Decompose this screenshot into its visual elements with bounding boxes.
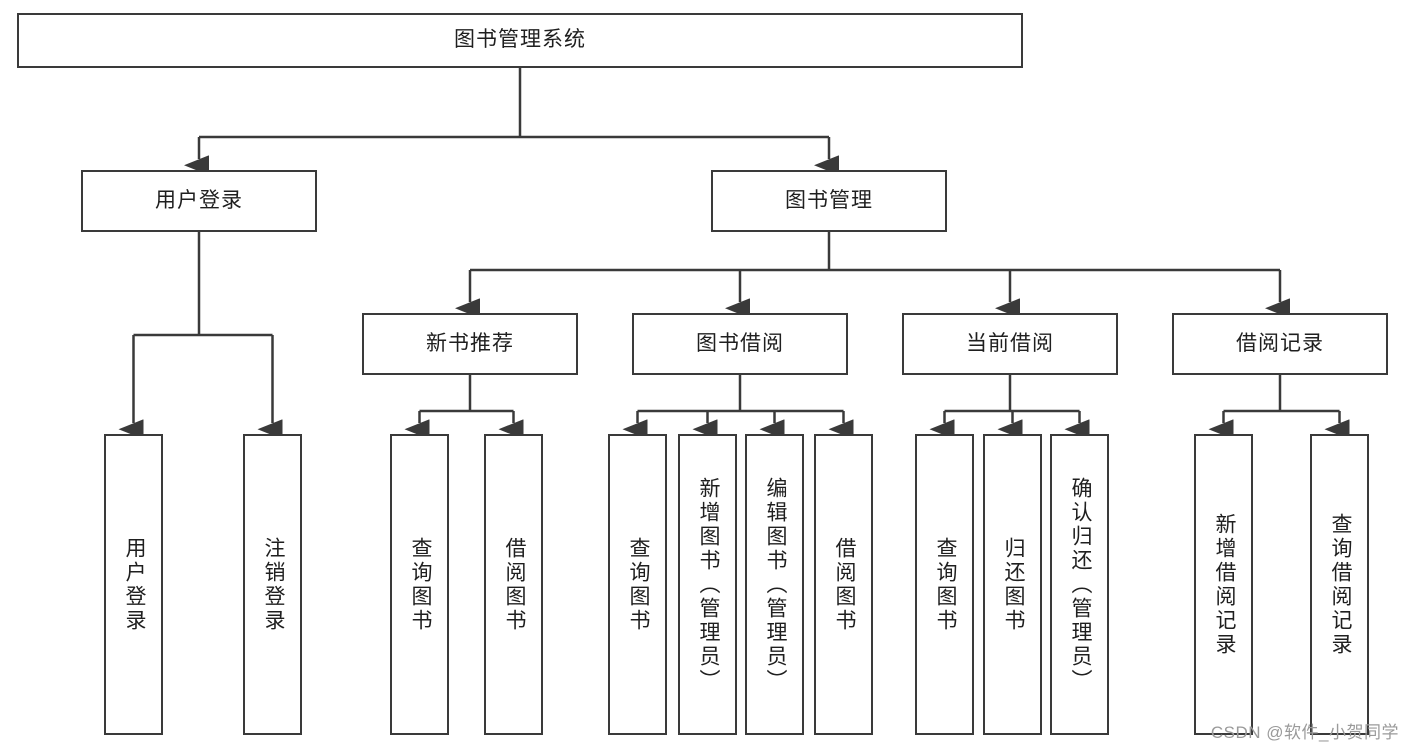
node-leaf-query-book-current-label: 查询图书 xyxy=(933,536,957,633)
node-leaf-query-book-new-label: 查询图书 xyxy=(408,536,432,633)
node-new-book-recommend[interactable]: 新书推荐 xyxy=(362,313,578,375)
node-leaf-edit-book-admin[interactable]: 编辑图书（管理员） xyxy=(745,434,804,735)
node-leaf-borrow-book-new[interactable]: 借阅图书 xyxy=(484,434,543,735)
node-leaf-query-book-borrow[interactable]: 查询图书 xyxy=(608,434,667,735)
node-user-login-label: 用户登录 xyxy=(155,188,243,212)
node-leaf-add-borrow-record[interactable]: 新增借阅记录 xyxy=(1194,434,1253,735)
node-leaf-edit-book-admin-label: 编辑图书（管理员） xyxy=(763,476,787,693)
node-leaf-query-book-new[interactable]: 查询图书 xyxy=(390,434,449,735)
node-leaf-return-book-label: 归还图书 xyxy=(1001,536,1025,633)
node-leaf-user-login[interactable]: 用户登录 xyxy=(104,434,163,735)
node-book-management-label: 图书管理 xyxy=(785,188,873,212)
node-leaf-return-book[interactable]: 归还图书 xyxy=(983,434,1042,735)
node-leaf-confirm-return-admin-label: 确认归还（管理员） xyxy=(1068,476,1092,693)
node-leaf-borrow-book-label: 借阅图书 xyxy=(832,536,856,633)
node-leaf-borrow-book-new-label: 借阅图书 xyxy=(502,536,526,633)
node-leaf-add-book-admin[interactable]: 新增图书（管理员） xyxy=(678,434,737,735)
node-user-login[interactable]: 用户登录 xyxy=(81,170,317,232)
node-current-borrow-label: 当前借阅 xyxy=(966,331,1054,355)
node-root[interactable]: 图书管理系统 xyxy=(17,13,1023,68)
node-book-borrow-label: 图书借阅 xyxy=(696,331,784,355)
node-leaf-query-book-borrow-label: 查询图书 xyxy=(626,536,650,633)
node-book-management[interactable]: 图书管理 xyxy=(711,170,947,232)
node-current-borrow[interactable]: 当前借阅 xyxy=(902,313,1118,375)
node-root-label: 图书管理系统 xyxy=(454,28,586,52)
node-leaf-query-book-current[interactable]: 查询图书 xyxy=(915,434,974,735)
node-leaf-confirm-return-admin[interactable]: 确认归还（管理员） xyxy=(1050,434,1109,735)
node-leaf-logout-label: 注销登录 xyxy=(261,536,285,633)
node-borrow-record[interactable]: 借阅记录 xyxy=(1172,313,1388,375)
node-leaf-add-borrow-record-label: 新增借阅记录 xyxy=(1212,512,1236,657)
node-leaf-user-login-label: 用户登录 xyxy=(122,536,146,633)
node-borrow-record-label: 借阅记录 xyxy=(1236,331,1324,355)
node-leaf-query-borrow-record-label: 查询借阅记录 xyxy=(1328,512,1352,657)
node-leaf-borrow-book[interactable]: 借阅图书 xyxy=(814,434,873,735)
node-book-borrow[interactable]: 图书借阅 xyxy=(632,313,848,375)
node-new-book-recommend-label: 新书推荐 xyxy=(426,331,514,355)
node-leaf-query-borrow-record[interactable]: 查询借阅记录 xyxy=(1310,434,1369,735)
watermark: CSDN @软件_小贺同学 xyxy=(1210,723,1399,742)
node-leaf-add-book-admin-label: 新增图书（管理员） xyxy=(696,476,720,693)
node-leaf-logout[interactable]: 注销登录 xyxy=(243,434,302,735)
